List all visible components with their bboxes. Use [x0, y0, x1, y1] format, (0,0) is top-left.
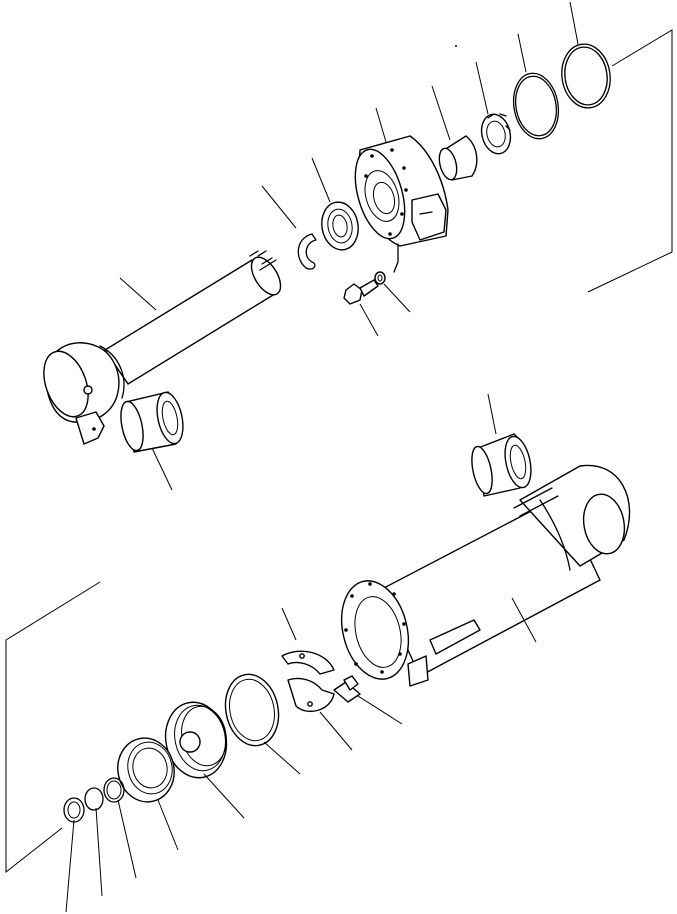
- piston: [159, 697, 233, 784]
- cylinder-head: [346, 136, 448, 272]
- piston-ring: [104, 778, 124, 802]
- upper-assembly-bracket: [588, 30, 672, 292]
- head-bolt: [344, 280, 378, 304]
- cushion-ring: [219, 669, 285, 750]
- rod-seal-set: [318, 199, 362, 253]
- cylinder-tube: [332, 465, 630, 686]
- backup-ring: [509, 70, 564, 143]
- leader-lines: [66, 2, 578, 912]
- dust-seal: [478, 111, 515, 157]
- o-ring-large: [558, 41, 614, 111]
- backup-washer: [85, 788, 103, 810]
- rod-end-bushing: [117, 390, 187, 452]
- lower-assembly-bracket: [6, 582, 100, 872]
- snap-ring: [298, 234, 316, 269]
- head-bushing: [436, 136, 476, 181]
- tube-bolt: [334, 676, 360, 702]
- piston-seal: [112, 733, 180, 807]
- retaining-ring: [64, 798, 84, 822]
- head-washer: [375, 272, 385, 284]
- tube-bushing: [468, 434, 535, 496]
- split-collar: [282, 651, 334, 711]
- piston-rod: [36, 251, 287, 444]
